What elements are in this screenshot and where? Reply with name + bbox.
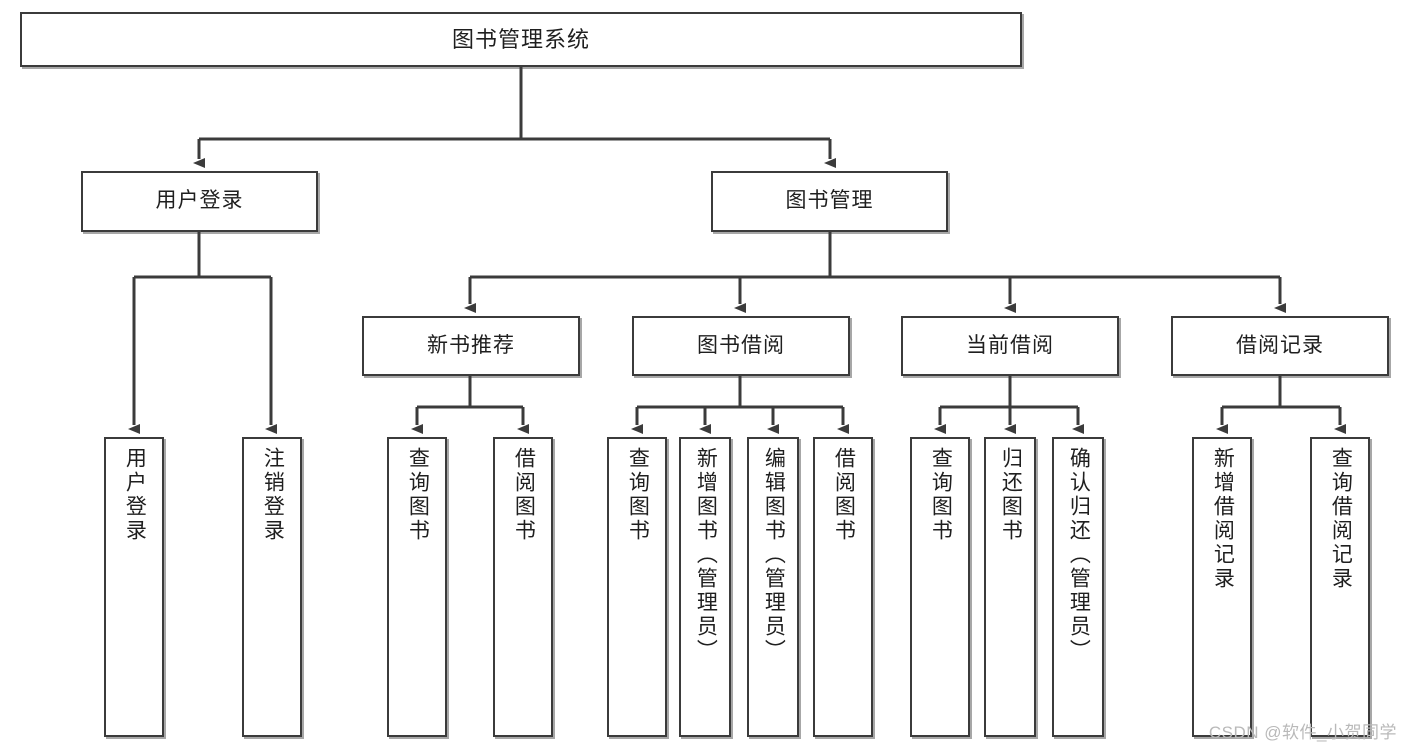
node-label: 查询图书 xyxy=(406,447,430,543)
node-root-system[interactable]: 图书管理系统 xyxy=(20,12,1022,67)
node-label: 借阅图书 xyxy=(832,447,856,543)
node-label: 新增图书（管理员） xyxy=(694,447,718,663)
node-label: 确认归还（管理员） xyxy=(1067,447,1091,663)
node-new-book-recommend[interactable]: 新书推荐 xyxy=(362,316,580,376)
node-label: 用户登录 xyxy=(155,189,244,213)
node-label: 查询图书 xyxy=(626,447,650,543)
node-label: 编辑图书（管理员） xyxy=(762,447,786,663)
node-label: 查询借阅记录 xyxy=(1329,447,1353,591)
node-label: 图书管理 xyxy=(785,189,874,213)
node-label: 图书管理系统 xyxy=(451,26,590,52)
node-label: 新增借阅记录 xyxy=(1211,447,1235,591)
watermark-text: CSDN @软件_小贺同学 xyxy=(1208,723,1397,742)
leaf-borrow-book-recommend[interactable]: 借阅图书 xyxy=(493,437,553,737)
leaf-user-login[interactable]: 用户登录 xyxy=(104,437,164,737)
leaf-edit-book-admin[interactable]: 编辑图书（管理员） xyxy=(747,437,799,737)
leaf-query-book-current[interactable]: 查询图书 xyxy=(910,437,970,737)
leaf-query-book-recommend[interactable]: 查询图书 xyxy=(387,437,447,737)
node-label: 借阅图书 xyxy=(512,447,536,543)
leaf-query-book-borrow[interactable]: 查询图书 xyxy=(607,437,667,737)
node-label: 用户登录 xyxy=(123,447,147,543)
leaf-logout[interactable]: 注销登录 xyxy=(242,437,302,737)
node-label: 新书推荐 xyxy=(427,333,515,357)
node-borrow-record[interactable]: 借阅记录 xyxy=(1171,316,1389,376)
node-label: 借阅记录 xyxy=(1236,333,1324,357)
leaf-confirm-return-admin[interactable]: 确认归还（管理员） xyxy=(1052,437,1104,737)
node-label: 注销登录 xyxy=(261,447,285,543)
node-current-borrow[interactable]: 当前借阅 xyxy=(901,316,1119,376)
node-book-management[interactable]: 图书管理 xyxy=(711,171,948,232)
node-label: 当前借阅 xyxy=(966,333,1054,357)
leaf-add-borrow-record[interactable]: 新增借阅记录 xyxy=(1192,437,1252,737)
leaf-borrow-book[interactable]: 借阅图书 xyxy=(813,437,873,737)
node-user-login[interactable]: 用户登录 xyxy=(81,171,318,232)
leaf-add-book-admin[interactable]: 新增图书（管理员） xyxy=(679,437,731,737)
leaf-return-book[interactable]: 归还图书 xyxy=(984,437,1036,737)
node-label: 归还图书 xyxy=(999,447,1023,543)
node-label: 查询图书 xyxy=(929,447,953,543)
node-book-borrow[interactable]: 图书借阅 xyxy=(632,316,850,376)
leaf-query-borrow-record[interactable]: 查询借阅记录 xyxy=(1310,437,1370,737)
node-label: 图书借阅 xyxy=(697,333,785,357)
